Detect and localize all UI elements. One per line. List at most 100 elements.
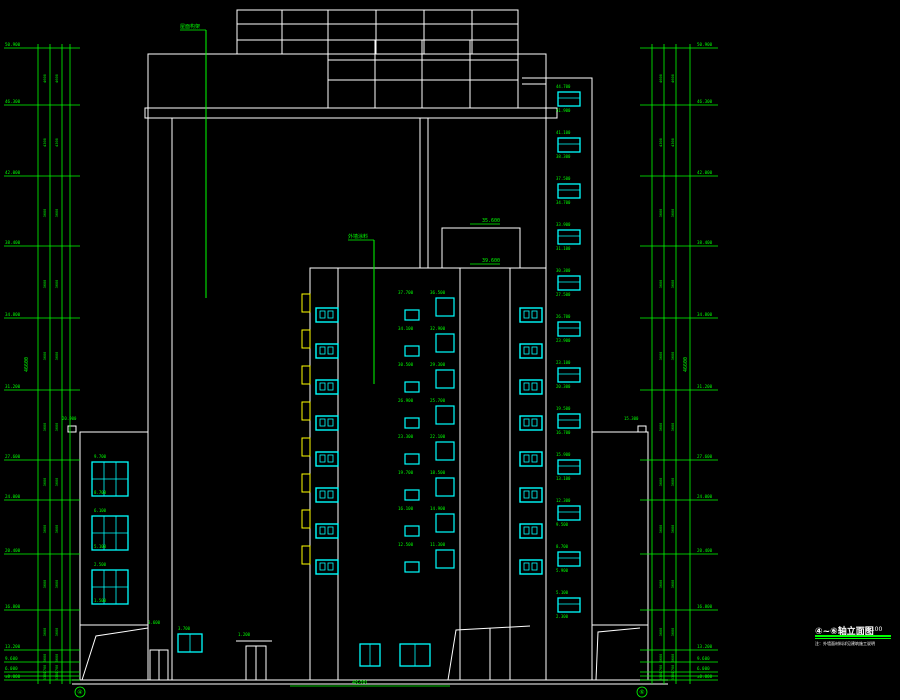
tag-central-right-3: 25.700 xyxy=(430,398,446,403)
window-c-left-2 xyxy=(315,379,339,395)
floor-dim-right-9: 3600 xyxy=(659,628,663,637)
tag-tower-a-11: 5.100 xyxy=(556,590,569,595)
window-c-left-pane-b-2 xyxy=(327,382,334,391)
window-tower-2 xyxy=(557,183,581,199)
window-c-left-pane-b-4 xyxy=(327,454,334,463)
window-c-left-pane-a-5 xyxy=(319,490,326,499)
window-c-left-5 xyxy=(315,487,339,503)
level-label-left-4: 34.800 xyxy=(5,312,21,317)
tag-tower-b-0: 41.900 xyxy=(556,108,571,113)
window-tower-6 xyxy=(557,367,581,383)
floor-dim-left-5: 3600 xyxy=(43,423,47,432)
window-tower-8 xyxy=(557,459,581,475)
tag-tower-a-3: 33.900 xyxy=(556,222,571,227)
tag-tower-b-5: 23.900 xyxy=(556,338,571,343)
floor-dim-right-4: 3600 xyxy=(659,352,663,361)
window-c-left-4 xyxy=(315,451,339,467)
window-inner-a-6 xyxy=(404,525,420,537)
building-outline xyxy=(67,9,668,685)
window-inner-a-5 xyxy=(404,489,420,501)
balcony-left-4 xyxy=(301,437,311,457)
window-c-left-pane-a-0 xyxy=(319,310,326,319)
central-block xyxy=(309,267,547,681)
floor-dim-right-5: 3600 xyxy=(659,423,663,432)
balcony-left-2 xyxy=(301,365,311,385)
window-tower-1 xyxy=(557,137,581,153)
title-underline xyxy=(815,635,891,637)
tag-tower-a-8: 15.900 xyxy=(556,452,571,457)
level-label-left-10: 13.200 xyxy=(5,644,21,649)
floor-dim-left-9: 3600 xyxy=(43,628,47,637)
window-c-left-pane-a-4 xyxy=(319,454,326,463)
window-tower-11 xyxy=(557,597,581,613)
window-c-right-pane-a-4 xyxy=(523,454,530,463)
floor-dim2-left-0: 4600 xyxy=(55,74,59,83)
main-tower xyxy=(147,53,547,681)
total-height-right: 46600 xyxy=(683,357,689,372)
balcony-left-0 xyxy=(301,293,311,313)
level-label-right-3: 38.400 xyxy=(697,240,713,245)
level-label-right-2: 42.000 xyxy=(697,170,713,175)
floor-dim-left-4: 3600 xyxy=(43,352,47,361)
tag-tower-a-1: 41.100 xyxy=(556,130,571,135)
tag-central-right-6: 14.900 xyxy=(430,506,446,511)
tag-lwing-b-0: 8.700 xyxy=(94,490,107,495)
floor-dim-left-10: 3600 xyxy=(43,654,47,663)
window-inner-a-1 xyxy=(404,345,420,357)
floor-dim-right-3: 3600 xyxy=(659,280,663,289)
roof-label: 屋面构架 xyxy=(180,23,200,30)
window-c-left-pane-a-1 xyxy=(319,346,326,355)
tag-tower-b-8: 13.100 xyxy=(556,476,571,481)
window-tower-4 xyxy=(557,275,581,291)
floor-dim-left-0: 4600 xyxy=(43,74,47,83)
tag-lwing-a-0: 9.700 xyxy=(94,454,107,459)
tag-podium-0: 20.900 xyxy=(62,416,77,421)
tag-tower-b-1: 38.300 xyxy=(556,154,571,159)
tag-central-left-5: 19.700 xyxy=(398,470,414,475)
window-inner-b-5 xyxy=(435,477,455,497)
window-tower-3 xyxy=(557,229,581,245)
level-label-right-9: 16.800 xyxy=(697,604,713,609)
floor-dim-right-10: 3600 xyxy=(659,654,663,663)
floor-dim2-right-7: 3600 xyxy=(671,525,675,534)
window-c-right-pane-b-5 xyxy=(531,490,538,499)
callouts: 屋面构架 外墙涂料 35.600 39.600 48200 46600 4660… xyxy=(24,23,689,687)
tag-tower-a-9: 12.300 xyxy=(556,498,571,503)
window-inner-b-2 xyxy=(435,369,455,389)
floor-dim-right-8: 3600 xyxy=(659,580,663,589)
left-wing xyxy=(79,431,149,681)
left-ramp xyxy=(81,627,149,681)
window-inner-a-2 xyxy=(404,381,420,393)
window-c-left-pane-b-0 xyxy=(327,310,334,319)
tag-podium-3: 3.700 xyxy=(178,626,191,631)
window-c-right-pane-a-2 xyxy=(523,382,530,391)
window-c-right-pane-a-6 xyxy=(523,526,530,535)
window-c-right-0 xyxy=(519,307,543,323)
floor-dim2-left-3: 3600 xyxy=(55,280,59,289)
axis-bubble-right xyxy=(636,686,648,698)
bottom-dimension: 48200 xyxy=(352,680,367,686)
floor-dim2-right-6: 3600 xyxy=(671,478,675,487)
floor-dim2-left-6: 3600 xyxy=(55,478,59,487)
window-c-right-pane-a-5 xyxy=(523,490,530,499)
floor-dim-left-2: 3600 xyxy=(43,209,47,218)
balcony-left-1 xyxy=(301,329,311,349)
roof-pavilion xyxy=(327,39,519,109)
tag-tower-b-10: 5.900 xyxy=(556,568,569,573)
title-block: ④~⑥轴立面图 1:100 注：外墙面材料详见建筑施工说明 xyxy=(815,624,900,654)
floor-dim-right-1: 4300 xyxy=(659,138,663,147)
axis-markers xyxy=(74,686,648,698)
floor-dim2-right-3: 3600 xyxy=(671,280,675,289)
tag-tower-b-11: 2.300 xyxy=(556,614,569,619)
window-c-right-pane-b-3 xyxy=(531,418,538,427)
floor-dim-left-11: 2700 xyxy=(43,665,47,674)
floor-dim2-right-12: 3300 xyxy=(671,672,675,681)
total-height-left: 46600 xyxy=(24,357,30,372)
dimension-layer xyxy=(4,44,718,684)
floor-dim2-right-9: 3600 xyxy=(671,628,675,637)
tag-tower-b-3: 31.100 xyxy=(556,246,571,251)
window-inner-b-6 xyxy=(435,513,455,533)
right-chimney xyxy=(637,425,647,433)
level-label-left-1: 46.300 xyxy=(5,99,21,104)
window-c-left-pane-a-6 xyxy=(319,526,326,535)
